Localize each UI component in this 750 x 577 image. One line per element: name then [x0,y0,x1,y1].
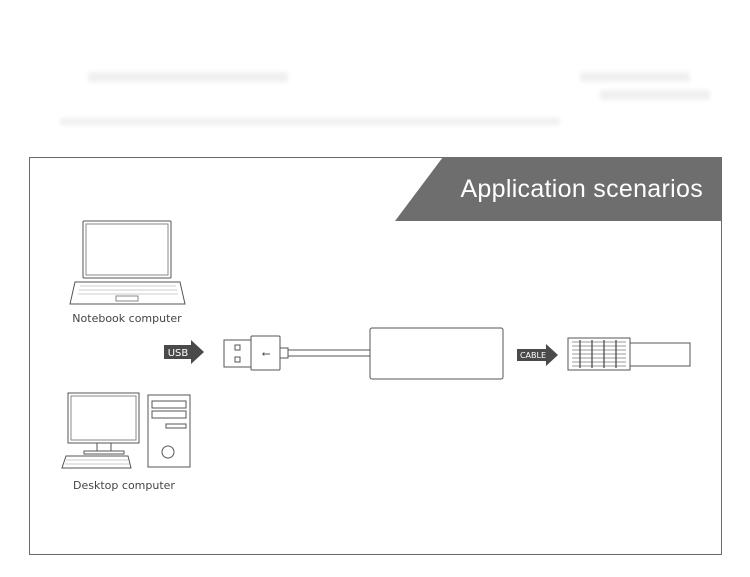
rj45-connector-icon [567,337,691,371]
desktop-computer-icon [61,392,191,469]
laptop-icon [69,220,186,305]
ethernet-adapter-body [369,327,504,380]
panel-title: Application scenarios [460,175,703,203]
usb-plug-icon [223,335,370,371]
faded-header-text [60,60,720,140]
notebook-label: Notebook computer [72,312,182,325]
cable-tag: CABLE [517,344,558,366]
cable-tag-label: CABLE [520,351,546,360]
desktop-label: Desktop computer [73,479,175,492]
usb-symbol-icon: ⭠ [262,347,271,360]
usb-tag: USB [164,340,204,364]
usb-tag-label: USB [168,348,189,359]
title-banner [395,157,722,221]
